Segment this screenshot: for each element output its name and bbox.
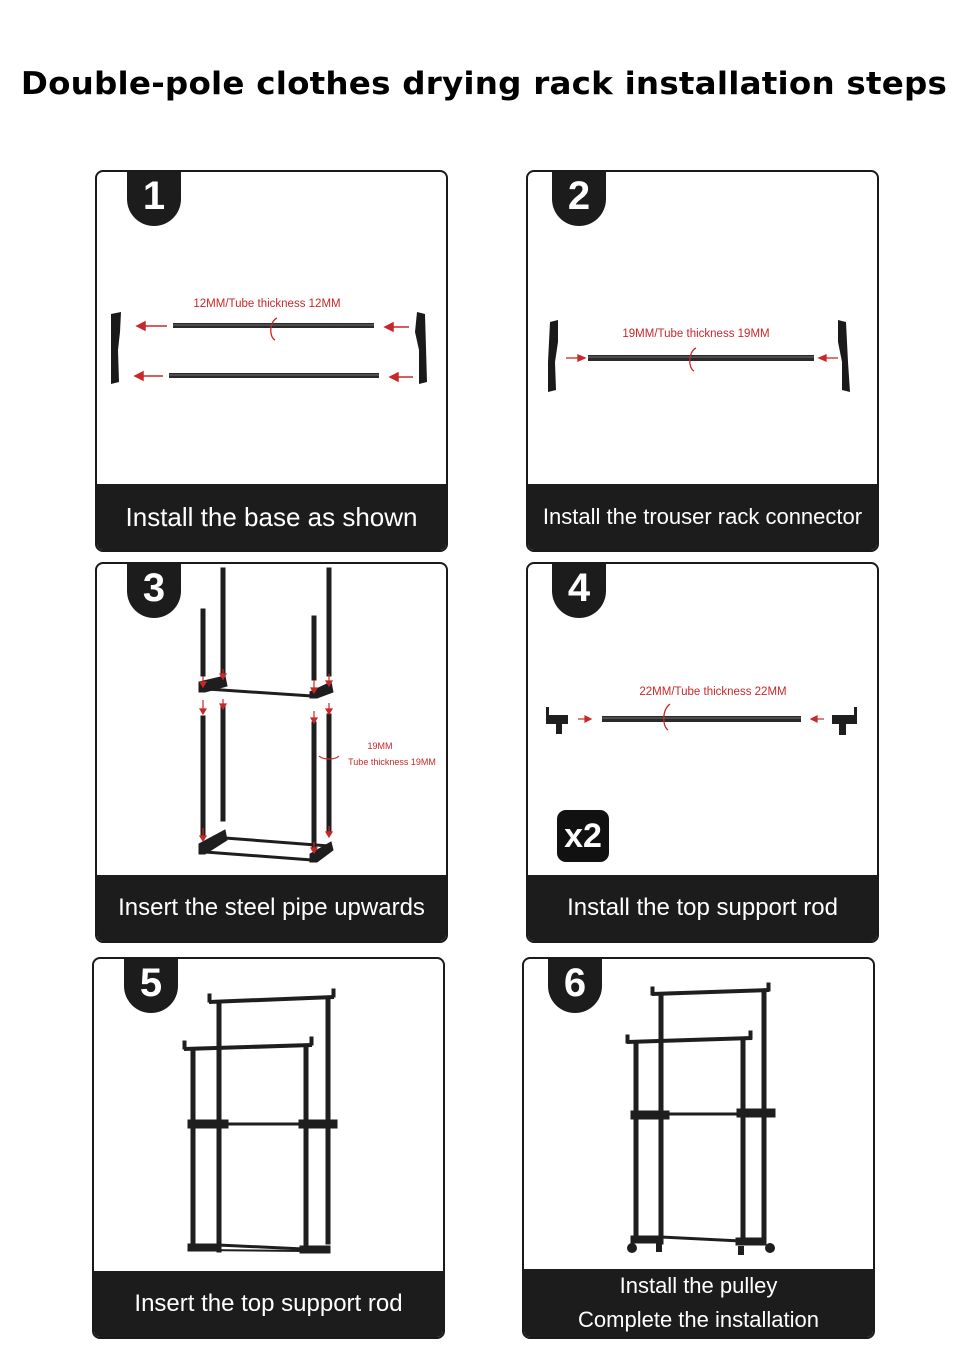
step-6-number-badge: 6 [548,959,602,1013]
rod-icon [169,323,379,378]
step-5-panel: 5 Insert the top support rod [92,957,445,1339]
step-2-illustration: 19MM/Tube thickness 19MM [548,320,850,392]
wheel-icon [627,1243,775,1255]
rotate-icon [318,755,340,760]
frame-icon [198,567,334,863]
step-3-annotation-size: 19MM [367,741,392,751]
step-5-caption-line: Insert the top support rod [134,1290,403,1317]
step-1-number-badge: 1 [127,172,181,226]
step-2-panel: 19MM/Tube thickness 19MM 2 Install the t… [526,170,879,552]
arrow-left-icon [133,320,413,383]
step-6-caption-line-2: Complete the installation [578,1307,819,1332]
step-2-caption: Install the trouser rack connector [528,484,877,550]
step-4-panel: 22MM/Tube thickness 22MM 4 x2 Install th… [526,562,879,943]
connector-left-icon [546,707,568,734]
base-foot-left-icon [548,320,558,392]
step-1-caption-line: Install the base as shown [125,501,418,532]
arrow-down-icon [198,669,334,855]
connector-right-icon [832,707,857,735]
step-3-annotation-thickness: Tube thickness 19MM [348,757,436,767]
step-1-illustration: 12MM/Tube thickness 12MM [111,298,427,384]
step-4-caption: Install the top support rod [528,875,877,941]
step-3-number-badge: 3 [127,564,181,618]
rack-frame-icon [625,982,776,1246]
step-3-panel: 19MM Tube thickness 19MM 3 Insert the st… [95,562,448,943]
rotate-icon [270,317,278,341]
step-1-caption: Install the base as shown [97,484,446,550]
arrow-in-icon [578,715,824,723]
step-5-illustration [182,988,338,1254]
page-title: Double-pole clothes drying rack installa… [20,66,948,102]
base-foot-right-icon [838,320,850,392]
step-4-annotation: 22MM/Tube thickness 22MM [639,686,786,698]
step-1-annotation: 12MM/Tube thickness 12MM [193,298,340,310]
step-2-annotation: 19MM/Tube thickness 19MM [622,328,769,340]
step-4-number-badge: 4 [552,564,606,618]
step-3-caption-line: Insert the steel pipe upwards [118,894,425,921]
step-5-number-badge: 5 [124,959,178,1013]
rod-icon [588,355,814,361]
step-6-caption: Install the pulley Complete the installa… [524,1269,873,1337]
step-2-caption-line: Install the trouser rack connector [542,504,863,529]
base-foot-right-icon [415,312,427,384]
step-3-illustration: 19MM Tube thickness 19MM [198,567,436,863]
arrow-in-icon [566,354,838,362]
step-4-illustration: 22MM/Tube thickness 22MM [546,686,857,735]
step-5-caption: Insert the top support rod [94,1271,443,1337]
step-3-caption: Insert the steel pipe upwards [97,875,446,941]
rotate-icon [689,347,697,372]
step-4-caption-line: Install the top support rod [567,894,838,921]
step-1-panel: 12MM/Tube thickness 12MM 1 Install the b… [95,170,448,552]
rack-frame-icon [182,988,338,1254]
step-6-caption-line-1: Install the pulley [619,1273,778,1298]
step-6-panel: 6 Install the pulley Complete the instal… [522,957,875,1339]
rotate-icon [663,703,671,731]
base-foot-left-icon [111,312,121,384]
rod-icon [602,716,801,722]
quantity-multiplier-badge: x2 [557,810,609,862]
step-6-illustration [625,982,776,1255]
step-2-number-badge: 2 [552,172,606,226]
